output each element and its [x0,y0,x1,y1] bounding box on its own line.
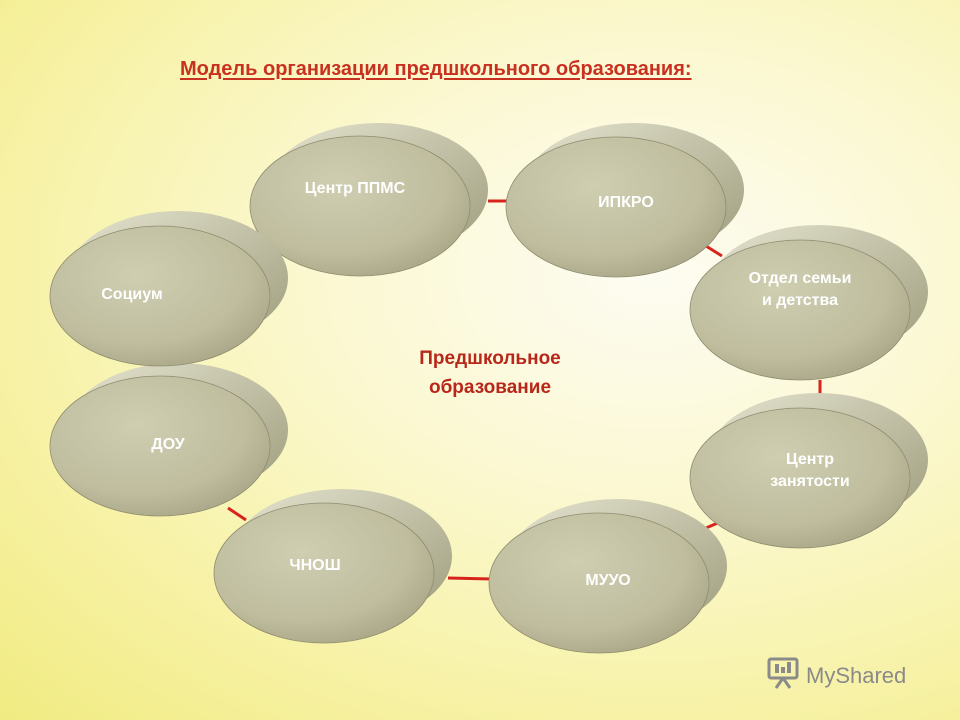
node-chnosh [213,489,452,644]
node-label-employment-line1: Центр [785,451,835,468]
center-label-line1: Предшкольное [419,348,561,369]
node-family [689,225,928,381]
node-label-ipkro: ИПКРО [598,194,654,211]
node-socium [49,211,288,367]
connector-muuo-chnosh [447,576,493,581]
node-label-chnosh: ЧНОШ [289,557,341,574]
node-employment [689,393,928,549]
node-ppms [249,123,488,277]
connector-ipkro-family [705,244,723,258]
node-label-family-line1: Отдел семьи [748,270,852,287]
node-muuo [488,499,727,654]
node-label-dou: ДОУ [151,436,185,453]
projector-screen-icon [766,656,800,696]
node-label-employment-line2: занятости [770,473,850,490]
node-ipkro [505,123,744,278]
node-label-employment: Центр занятости [740,449,880,493]
node-dou [49,363,288,517]
node-label-family: Отдел семьи и детства [720,268,880,312]
node-label-ppms: Центр ППМС [304,180,406,197]
connector-chnosh-dou [227,506,247,522]
watermark-text: MyShared [806,663,907,688]
center-label-line2: образование [428,377,552,398]
node-label-family-line2: и детства [761,292,838,309]
center-label: Предшкольное образование [370,344,610,402]
diagram-title: Модель организации предшкольного образов… [180,58,692,80]
node-label-muuo: МУУО [585,572,631,589]
node-label-socium: Социум [101,286,163,303]
watermark: MyShared [766,656,906,696]
